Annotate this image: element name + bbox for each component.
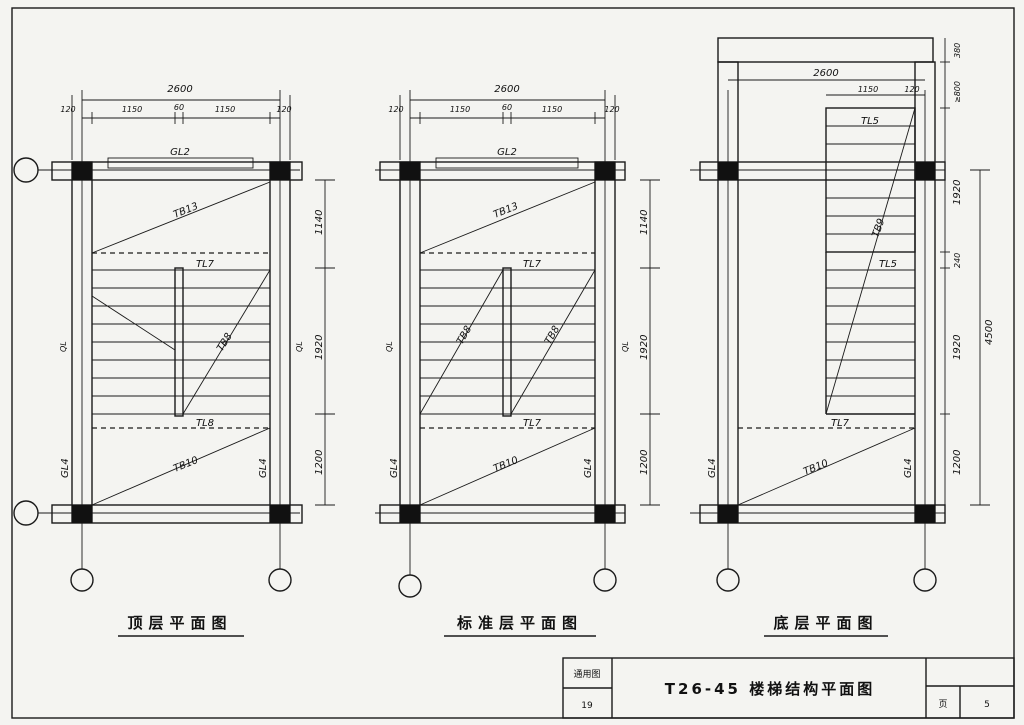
label-tl-low: TL7 (831, 418, 850, 429)
dim-right-d: 240 (953, 253, 962, 268)
label-tb-low: TB10 (802, 458, 830, 478)
dim-right-b: 1920 (314, 335, 325, 360)
dim-top-e: 120 (604, 105, 619, 114)
label-gl-top: GL2 (170, 147, 190, 158)
plan-top-floor: 2600 120 1150 60 1150 120 GL2 TB13 TL7 T… (13, 84, 335, 637)
label-gl-left: GL4 (60, 458, 71, 478)
dim-top-a: 120 (388, 105, 403, 114)
dim-right-c: 1920 (952, 180, 963, 205)
axis-bubble-bottom-left (716, 568, 740, 592)
dim-right-b: 1920 (639, 335, 650, 360)
label-ql-right: QL (621, 341, 630, 352)
dim-top-d: 1150 (542, 105, 562, 114)
label-gl-right: GL4 (583, 458, 594, 478)
label-tb-mid: TB8 (215, 331, 235, 353)
axis-bubble-bottom-left (398, 574, 422, 598)
plan-title: 底层平面图 (773, 614, 878, 632)
label-tl-top: TL5 (861, 116, 879, 127)
plan-standard-floor: 2600 120 1150 60 1150 120 GL2 TB13 TL7 T… (375, 84, 660, 637)
dim-total: 2600 (494, 84, 519, 95)
dim-top-a: 1150 (858, 85, 878, 94)
label-gl-left: GL4 (707, 458, 718, 478)
axis-bubble-bottom-left (70, 568, 94, 592)
dim-right-c: 1200 (639, 450, 650, 475)
label-tl-mid: TL7 (523, 259, 542, 270)
dim-top-e: 120 (276, 105, 291, 114)
title-block-number: 19 (581, 701, 593, 711)
label-ql-left: QL (385, 341, 394, 352)
label-gl-top: GL2 (497, 147, 517, 158)
axis-bubble-lower-left (13, 500, 39, 526)
title-block: 通用图 19 T26-45 楼梯结构平面图 页 5 (562, 657, 1015, 719)
dim-top-c: 60 (174, 103, 184, 112)
label-tb-left: TB8 (455, 324, 474, 346)
plan-title: 顶层平面图 (127, 614, 232, 632)
dim-right-total: 4500 (984, 320, 995, 345)
label-tl-low: TL7 (523, 418, 542, 429)
dim-right-b: ≥800 (953, 81, 962, 103)
label-gl-right: GL4 (903, 458, 914, 478)
dim-top-b: 1150 (450, 105, 470, 114)
label-tl-mid: TL7 (196, 259, 215, 270)
dim-right-a: 380 (953, 43, 962, 58)
dim-total: 2600 (167, 84, 192, 95)
label-tb-low: TB10 (172, 455, 200, 475)
label-tb-low: TB10 (492, 455, 520, 475)
page-label: 页 (938, 699, 947, 710)
sheet-border (11, 7, 1015, 719)
plan-title: 标准层平面图 (456, 614, 583, 632)
dim-right-f: 1200 (952, 450, 963, 475)
axis-bubble-bottom-right (593, 568, 617, 592)
label-ql-left: QL (59, 341, 68, 352)
title-block-title: T26-45 楼梯结构平面图 (665, 680, 875, 698)
dim-top-b: 1150 (122, 105, 142, 114)
axis-bubble-bottom-right (913, 568, 937, 592)
dim-right-e: 1920 (952, 335, 963, 360)
label-tb-top: TB13 (172, 201, 200, 221)
dim-top-b: 120 (904, 85, 919, 94)
label-tb-right: TB8 (543, 324, 562, 346)
label-tl-low: TL8 (196, 418, 214, 429)
label-ql-right: QL (295, 341, 304, 352)
dim-top-a: 120 (60, 105, 75, 114)
title-block-label: 通用图 (573, 669, 600, 680)
label-tl-mid: TL5 (879, 259, 897, 270)
label-tb-top: TB9 (870, 217, 887, 239)
label-gl-right: GL4 (258, 458, 269, 478)
page-number: 5 (984, 700, 990, 710)
axis-bubble-upper-left (13, 157, 39, 183)
label-gl-left: GL4 (389, 458, 400, 478)
plan-ground-floor: 2600 1150 120 TL5 TB9 TL5 TL7 TB10 GL4 G… (690, 37, 995, 637)
dim-top-d: 1150 (215, 105, 235, 114)
dim-total: 2600 (813, 68, 838, 79)
axis-bubble-bottom-right (268, 568, 292, 592)
dim-top-c: 60 (502, 103, 512, 112)
dim-right-c: 1200 (314, 450, 325, 475)
dim-right-a: 1140 (639, 210, 650, 235)
dim-right-a: 1140 (314, 210, 325, 235)
